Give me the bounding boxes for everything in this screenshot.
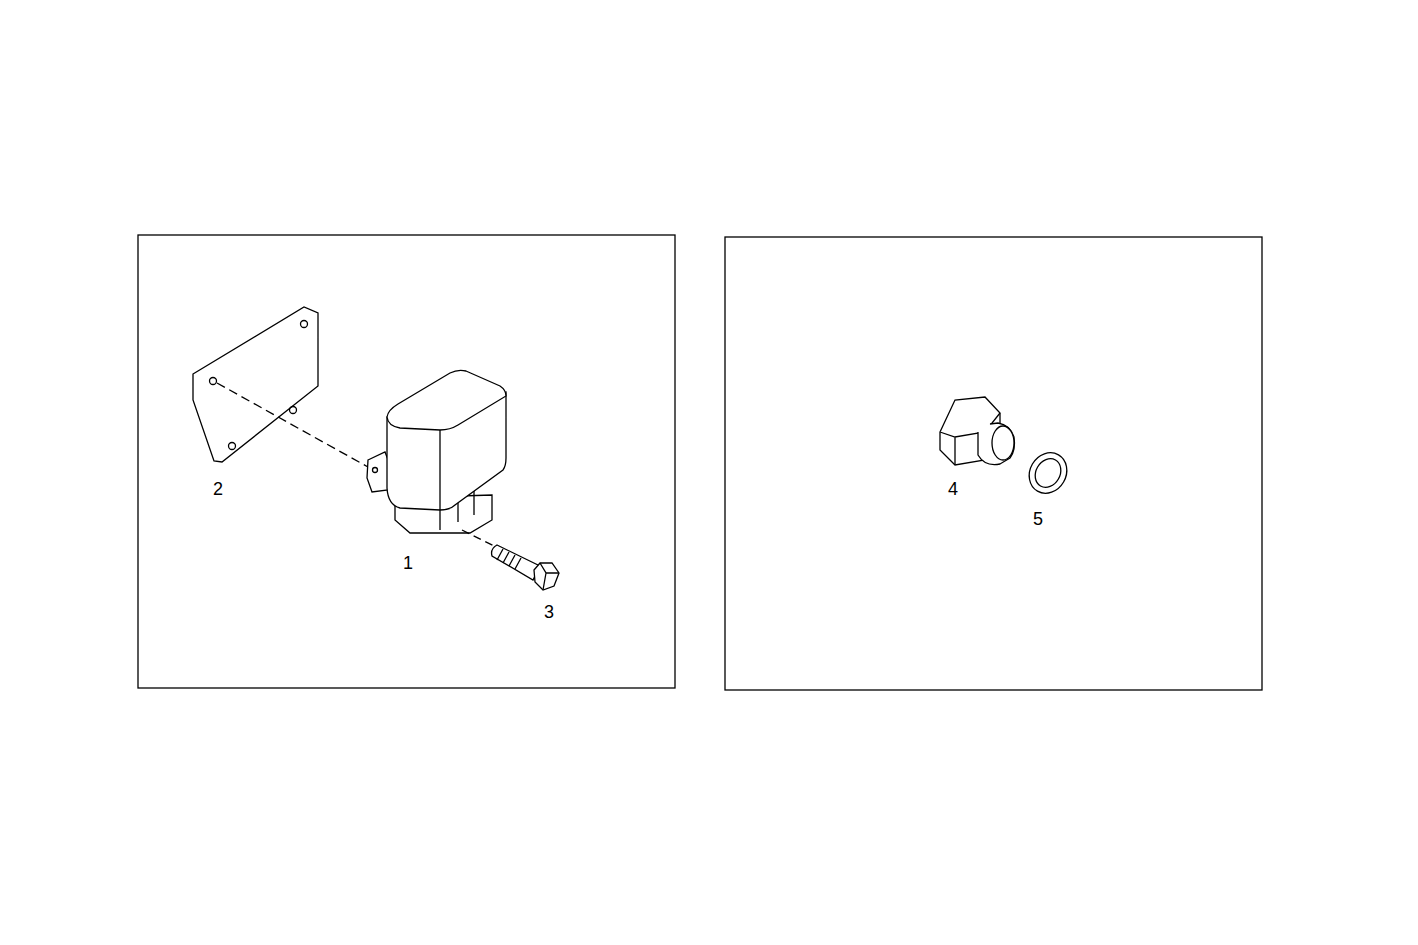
washer <box>1022 446 1074 500</box>
callout-number: 1 <box>403 554 413 572</box>
plug <box>940 397 1015 465</box>
mounting-plate <box>193 307 368 467</box>
callout-number: 3 <box>544 603 554 621</box>
panel-frame <box>725 237 1262 690</box>
callout-number: 5 <box>1033 510 1043 528</box>
callout-number: 2 <box>213 480 223 498</box>
bolt <box>462 530 559 590</box>
callout-number: 4 <box>948 480 958 498</box>
relay <box>367 370 506 533</box>
panel-frame <box>138 235 675 688</box>
